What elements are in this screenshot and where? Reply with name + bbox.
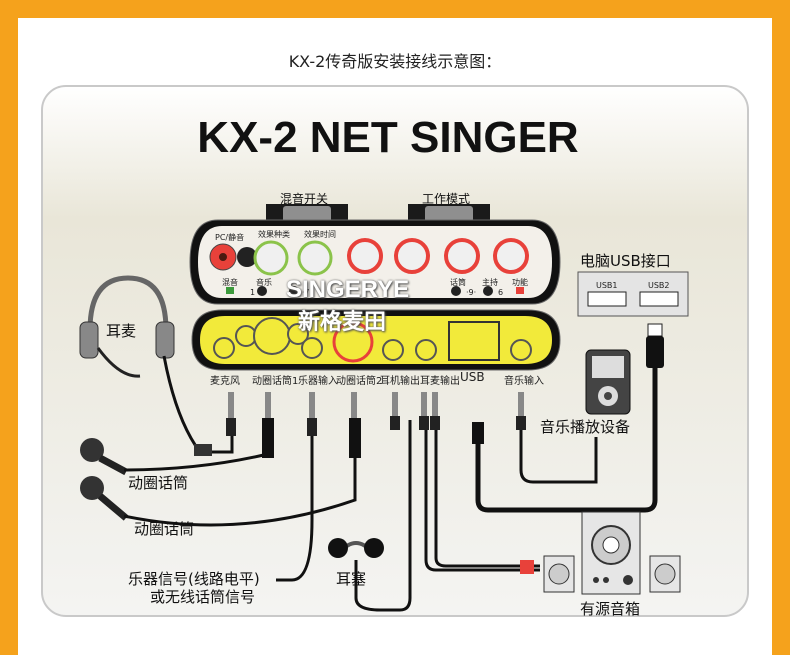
usb1-port[interactable] (587, 291, 627, 307)
dynamic-mic-1-label: 动圈话筒 (128, 474, 189, 492)
music-in-port-label: 音乐输入 (504, 376, 544, 387)
preset-6-label: 6 (498, 288, 504, 297)
effect-type-label: 效果种类 (258, 230, 290, 239)
red-knob-3[interactable] (444, 238, 480, 274)
red-knob-2[interactable] (394, 238, 430, 274)
watermark-brand-cn: 新格麦田 (298, 310, 387, 335)
usb2-label: USB2 (648, 281, 670, 290)
instrument-port-label: 乐器输入 (298, 376, 338, 387)
product-title: KX-2 NET SINGER (197, 113, 578, 162)
mute-jack[interactable] (237, 247, 257, 267)
earphone-icon (328, 420, 412, 612)
usb-socket[interactable] (448, 321, 500, 361)
pc-usb-title: 电脑USB接口 (580, 252, 671, 270)
effect-time-knob[interactable] (297, 240, 333, 276)
mix-switch-label: 混音开关 (280, 192, 329, 206)
usb2-port[interactable] (639, 291, 679, 307)
dynamic-mic1-jack-main[interactable] (253, 317, 291, 355)
mic-port-label: 麦克风 (210, 376, 240, 387)
diagram-caption: KX-2传奇版安装接线示意图： (288, 52, 502, 71)
dynamic-mic-2-icon (80, 410, 357, 527)
dynamic-mic1-jack-b[interactable] (287, 323, 309, 345)
function-label: 功能 (512, 278, 528, 287)
effect-time-label: 效果时间 (304, 230, 336, 239)
plug-row (226, 392, 526, 458)
mic-level-label: 话筒 (450, 278, 466, 287)
headset-out-port-label: 耳麦输出 (420, 376, 460, 387)
work-mode-label: 工作模式 (422, 192, 471, 206)
dynamic-mic-1-icon (80, 400, 270, 476)
preset-9-label: ·9· (466, 288, 477, 297)
headset-out-jack[interactable] (415, 339, 437, 361)
headphone-out-jack[interactable] (382, 339, 404, 361)
mix-led (226, 287, 234, 294)
headset-label: 耳麦 (106, 322, 137, 340)
mic-jack[interactable] (213, 337, 235, 359)
instrument-jack[interactable] (301, 337, 323, 359)
speakers-label: 有源音箱 (580, 600, 641, 618)
host-label: 主持 (482, 278, 498, 287)
preset-1-label: 1 (250, 288, 256, 297)
dynamic-mic2-port-label: 动圈话筒2 (336, 376, 383, 387)
earphone-label: 耳塞 (336, 570, 367, 588)
usb1-label: USB1 (596, 281, 618, 290)
dynamic-mic-2-label: 动圈话筒 (134, 520, 195, 538)
instrument-label-2: 或无线话筒信号 (150, 588, 256, 606)
pc-mute-label: PC/静音 (215, 233, 245, 242)
effect-type-knob[interactable] (253, 240, 289, 276)
red-knob-1[interactable] (347, 238, 383, 274)
music-in-jack[interactable] (510, 339, 532, 361)
headphone-out-port-label: 耳机输出 (380, 376, 420, 387)
preset-7-label: ·7 (302, 288, 310, 297)
dynamic-mic2-jack[interactable] (332, 321, 374, 363)
dynamic-mic1-port-label: 动圈话筒1 (252, 376, 299, 387)
watermark-brand: SINGERYE (286, 276, 410, 303)
music-label: 音乐 (256, 278, 272, 287)
headset-icon (87, 275, 169, 331)
usb-port-label: USB (460, 370, 485, 384)
music-player-label: 音乐播放设备 (540, 418, 631, 436)
function-led (516, 287, 524, 294)
red-knob-4[interactable] (493, 238, 529, 274)
mix-label: 混音 (222, 278, 238, 287)
instrument-label-1: 乐器信号(线路电平) (128, 570, 260, 588)
